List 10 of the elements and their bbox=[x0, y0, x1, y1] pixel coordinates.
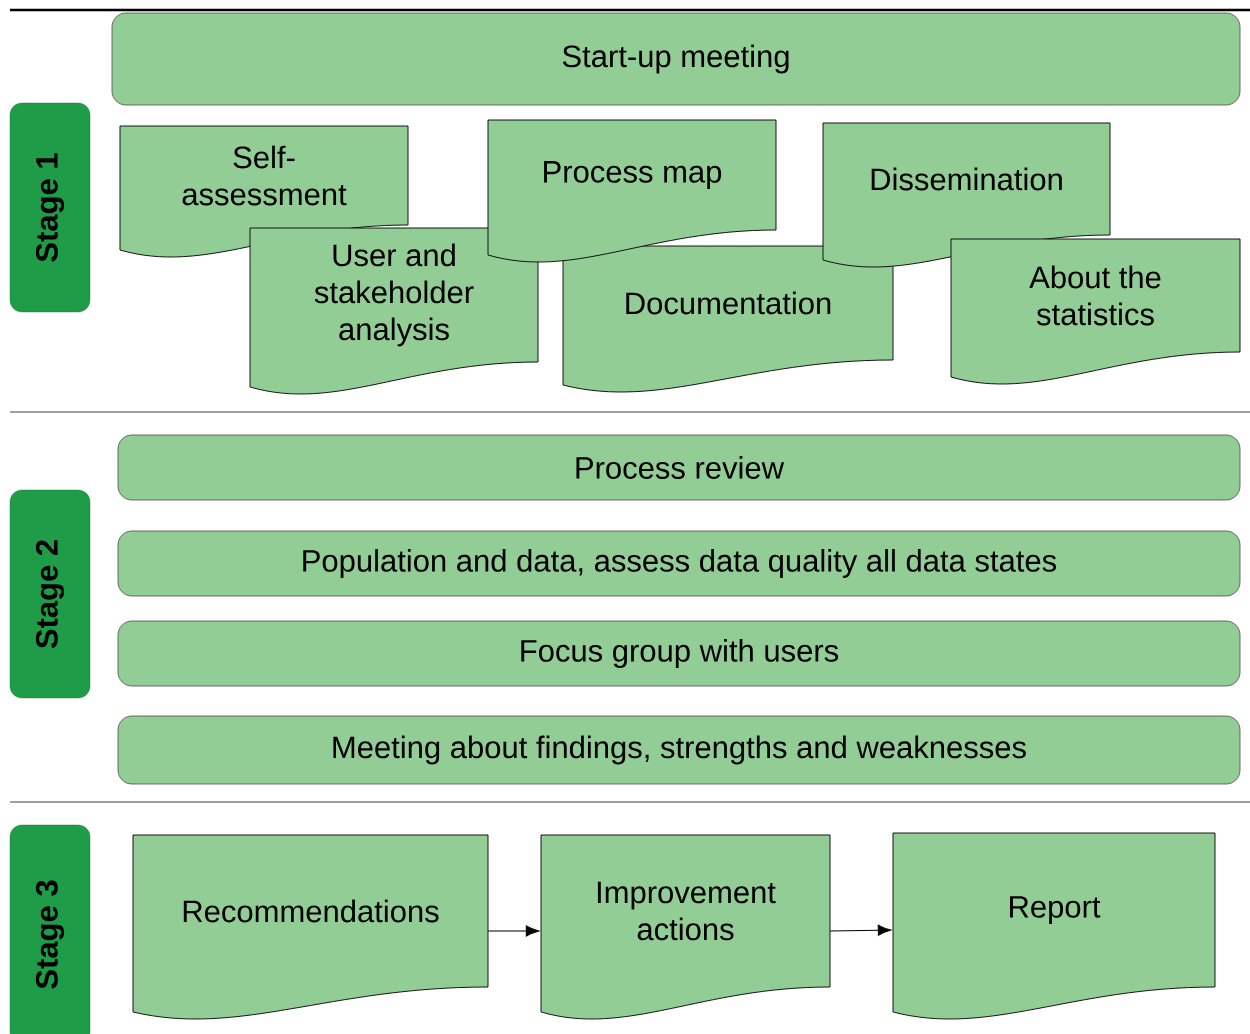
stage-label: Stage 3 bbox=[9, 824, 91, 1034]
arrow bbox=[829, 924, 892, 936]
stage-label: Stage 2 bbox=[9, 489, 91, 699]
step-bar: Process review bbox=[117, 434, 1241, 501]
step-bar: Population and data, assess data quality all data states bbox=[117, 530, 1241, 597]
step-bar: Meeting about findings, strengths and weaknesses bbox=[117, 715, 1241, 785]
stage-label: Stage 1 bbox=[9, 102, 91, 313]
step-bar: Start-up meeting bbox=[111, 12, 1241, 106]
arrow bbox=[487, 925, 540, 937]
step-bar: Focus group with users bbox=[117, 620, 1241, 687]
